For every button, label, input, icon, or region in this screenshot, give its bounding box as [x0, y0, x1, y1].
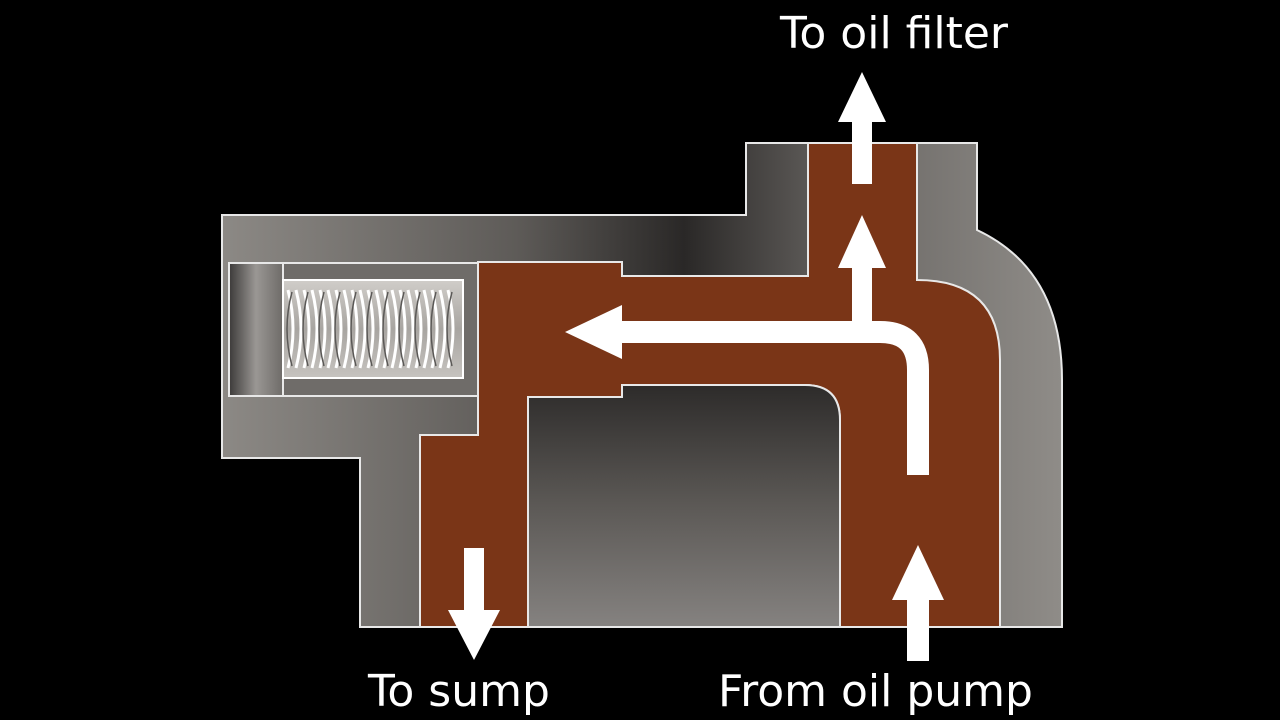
coil-spring-shading — [286, 291, 453, 367]
flow-arrow-main — [615, 321, 929, 475]
central-chamber — [527, 384, 841, 628]
to-sump-label: To sump — [368, 666, 550, 717]
flow-arrow-branch-up — [852, 262, 872, 332]
from-oil-pump-label: From oil pump — [718, 666, 1033, 717]
flow-arrow-to-sump-head — [448, 610, 500, 660]
to-oil-filter-label: To oil filter — [780, 8, 1009, 59]
coil-spring-icon — [286, 289, 455, 369]
flow-arrow-to-sump — [464, 548, 484, 616]
flow-arrow-from-pump — [907, 595, 929, 661]
flow-arrow-to-filter — [852, 118, 872, 184]
flow-arrow-branch-head — [838, 215, 886, 268]
plunger — [228, 262, 284, 397]
flow-arrow-from-pump-head — [892, 545, 944, 600]
flow-arrow-to-filter-head — [838, 72, 886, 122]
flow-arrow-left-head — [565, 305, 622, 359]
